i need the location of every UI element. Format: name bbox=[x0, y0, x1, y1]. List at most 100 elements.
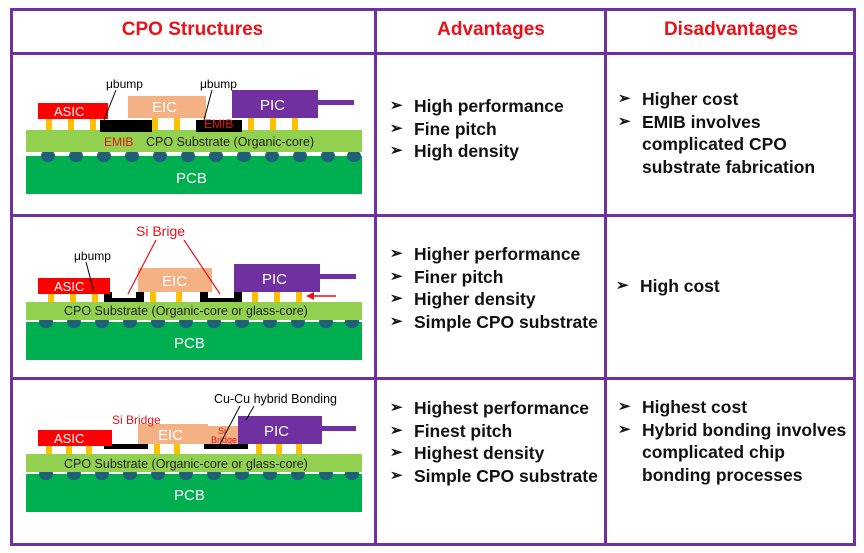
list-item-text: High cost bbox=[640, 276, 720, 296]
ubump-label-2: μbump bbox=[200, 77, 237, 91]
pcb-label: PCB bbox=[176, 170, 207, 187]
pic-label: PIC bbox=[260, 97, 285, 114]
table-border-row1 bbox=[10, 214, 856, 217]
arrow-bullet-icon: ➢ bbox=[390, 399, 403, 416]
si-bridge-left bbox=[104, 444, 148, 449]
list-item-text: Higher performance bbox=[414, 244, 581, 264]
arrow-bullet-icon: ➢ bbox=[390, 267, 403, 285]
disadvantages-list: ➢ High cost bbox=[614, 275, 852, 298]
disadvantages-cell-row1: ➢Higher cost➢EMIB involves complicated C… bbox=[616, 88, 854, 178]
pic-label: PIC bbox=[262, 271, 287, 288]
substrate-label: CPO Substrate (Organic-core or glass-cor… bbox=[64, 304, 308, 318]
list-item-text: Fine pitch bbox=[414, 118, 497, 139]
substrate-label: CPO Substrate (Organic-core or glass-cor… bbox=[64, 457, 308, 471]
arrow-bullet-icon: ➢ bbox=[390, 444, 403, 461]
list-item: ➢ High performance bbox=[388, 95, 602, 118]
advantages-cell-row1: ➢High performance➢Fine pitch➢High densit… bbox=[388, 95, 602, 163]
emib-label-1: EMIB bbox=[104, 135, 133, 149]
small-bridge-label-2: Bridge bbox=[211, 435, 237, 445]
pic-label: PIC bbox=[264, 423, 289, 440]
eic-label: EIC bbox=[158, 427, 183, 444]
emib-label-2: EMIB bbox=[204, 117, 233, 131]
asic-die bbox=[38, 103, 108, 119]
pcb-label: PCB bbox=[174, 335, 205, 352]
table-border-bottom bbox=[10, 543, 856, 546]
list-item-text: Higher cost bbox=[642, 89, 739, 109]
asic-die bbox=[38, 430, 112, 446]
asic-die bbox=[38, 278, 110, 294]
ubump-label-1: μbump bbox=[106, 77, 143, 91]
pcb-board bbox=[26, 156, 362, 194]
list-item-text: High density bbox=[414, 141, 520, 161]
asic-label: ASIC bbox=[54, 104, 84, 119]
list-item: ➢ Higher cost bbox=[616, 88, 854, 111]
pcb-board bbox=[26, 474, 362, 512]
table-border-col1 bbox=[374, 8, 377, 546]
disadvantages-list: ➢Higher cost➢EMIB involves complicated C… bbox=[616, 88, 854, 178]
arrow-bullet-icon: ➢ bbox=[390, 142, 403, 159]
list-item-text: Finer pitch bbox=[414, 266, 504, 287]
table-border-top bbox=[10, 8, 856, 11]
eic-label: EIC bbox=[152, 99, 177, 116]
list-item-text: Highest performance bbox=[414, 398, 590, 418]
arrow-bullet-icon: ➢ bbox=[616, 277, 629, 294]
list-item-text: Simple CPO substrate bbox=[414, 311, 598, 332]
hybrid-bonding-label: Cu-Cu hybrid Bonding bbox=[214, 392, 337, 406]
emib-bridge-left bbox=[100, 120, 152, 132]
pcb-board bbox=[26, 322, 362, 360]
list-item: ➢Hybrid bonding involves complicated chi… bbox=[616, 419, 854, 487]
table-border-row2 bbox=[10, 377, 856, 380]
list-item: ➢Highest cost bbox=[616, 396, 854, 419]
arrow-bullet-icon: ➢ bbox=[390, 466, 403, 484]
cpo-substrate bbox=[26, 130, 362, 152]
pic-die bbox=[234, 264, 320, 292]
header-cpo-structures: CPO Structures bbox=[121, 19, 264, 40]
pcb-label: PCB bbox=[174, 487, 205, 504]
list-item-text: Highest cost bbox=[642, 397, 748, 417]
pic-die bbox=[232, 90, 318, 118]
arrow-bullet-icon: ➢ bbox=[618, 112, 631, 130]
arrow-bullet-icon: ➢ bbox=[618, 420, 631, 438]
disadvantages-list: ➢Highest cost➢Hybrid bonding involves co… bbox=[616, 396, 854, 486]
cpo-diagram-si-bridge: ASIC EIC PIC μbump Si Brige CPO Substrat… bbox=[26, 223, 362, 360]
list-item-text: Highest density bbox=[414, 443, 545, 463]
list-item-text: Higher density bbox=[414, 289, 536, 309]
asic-label: ASIC bbox=[54, 431, 84, 446]
header-disadvantages: Disadvantages bbox=[663, 19, 799, 40]
advantages-list: ➢Highest performance➢Finest pitch➢Highes… bbox=[388, 397, 602, 487]
arrow-bullet-icon: ➢ bbox=[390, 245, 403, 262]
eic-die bbox=[128, 96, 206, 118]
table-border-right bbox=[853, 8, 856, 546]
small-bridge-die bbox=[208, 426, 238, 444]
disadvantages-cell-row3: ➢Highest cost➢Hybrid bonding involves co… bbox=[616, 396, 854, 486]
list-item: ➢Fine pitch bbox=[388, 118, 602, 141]
list-item: ➢Simple CPO substrate bbox=[388, 311, 602, 334]
micro-bumps bbox=[46, 118, 298, 130]
list-item: ➢ Highest density bbox=[388, 442, 602, 465]
asic-label: ASIC bbox=[54, 279, 84, 294]
arrow-bullet-icon: ➢ bbox=[390, 290, 403, 307]
list-item: ➢ Highest performance bbox=[388, 397, 602, 420]
list-item-text: High performance bbox=[414, 96, 564, 116]
si-bridge-left bbox=[104, 292, 144, 302]
arrow-bullet-icon: ➢ bbox=[618, 90, 631, 107]
si-bridge-right bbox=[204, 444, 248, 449]
list-item: ➢ Higher density bbox=[388, 288, 602, 311]
advantages-list: ➢ Higher performance ➢ Finer pitch ➢ Higher d… bbox=[388, 243, 602, 333]
ubump-label: μbump bbox=[74, 249, 111, 263]
si-bridge-label: Si Brige bbox=[136, 223, 185, 239]
micro-bumps bbox=[48, 292, 302, 302]
eic-label: EIC bbox=[162, 273, 187, 290]
list-item-text: Simple CPO substrate bbox=[414, 465, 598, 486]
eic-die bbox=[138, 424, 208, 444]
list-item: ➢Finest pitch bbox=[388, 420, 602, 443]
header-advantages: Advantages bbox=[437, 19, 545, 40]
list-item: ➢ High density bbox=[388, 140, 602, 163]
list-item: ➢ High cost bbox=[614, 275, 852, 298]
disadvantages-cell-row2: ➢ High cost bbox=[614, 275, 852, 298]
substrate-label: CPO Substrate (Organic-core) bbox=[146, 135, 314, 149]
arrow-bullet-icon: ➢ bbox=[390, 97, 403, 114]
advantages-cell-row3: ➢Highest performance➢Finest pitch➢Highes… bbox=[388, 397, 602, 487]
cpo-diagram-hybrid-bonding: ASIC EIC PIC Si Bridge Si Bridge Cu-Cu h… bbox=[26, 392, 362, 512]
cpo-substrate bbox=[26, 302, 362, 320]
